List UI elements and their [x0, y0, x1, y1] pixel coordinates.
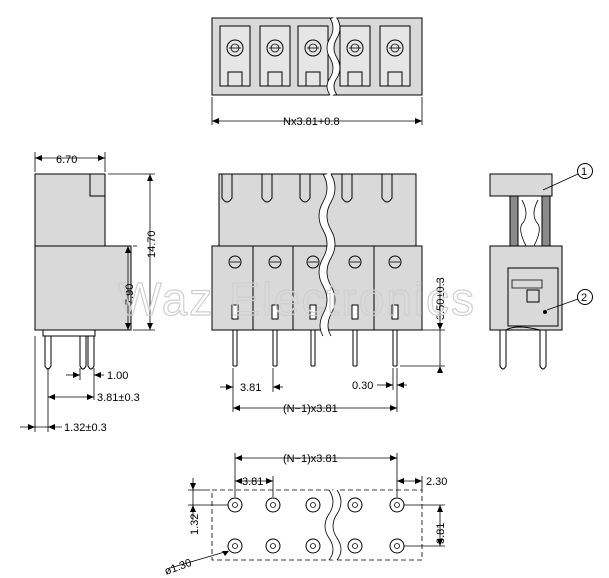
- side-body-height-label: 7.90: [124, 284, 136, 305]
- watermark-text: Waz Electronics: [118, 273, 476, 325]
- section-view: 1 2: [489, 163, 593, 370]
- front-view: 3.81 (N−1)x3.81 0.30 3.50±0.3: [211, 172, 447, 415]
- footprint-view: (N−1)x3.81 3.81 2.30 1.32 3.81 ø1.30: [163, 453, 447, 578]
- side-pin-pitch-label: 3.81±0.3: [97, 392, 140, 404]
- side-height-label: 14.70: [146, 230, 158, 258]
- footprint-span-label: (N−1)x3.81: [283, 453, 338, 465]
- top-view: Nx3.81+0.8: [211, 16, 423, 128]
- side-depth-label: 6.70: [56, 154, 77, 166]
- front-pitch-label: 3.81: [240, 382, 261, 394]
- front-pin-label: 0.30: [352, 380, 373, 392]
- front-span-label: (N−1)x3.81: [283, 403, 338, 415]
- footprint-pitch-label: 3.81: [242, 476, 263, 488]
- footprint-edge-label: 2.30: [426, 476, 447, 488]
- callout-1-label: 1: [581, 166, 587, 178]
- footprint-hole-label: ø1.30: [163, 557, 194, 578]
- screw-icon: [226, 39, 404, 57]
- side-view: 6.70 14.70 7.90 1.00 3.81±0.3 1.32±0.3: [20, 152, 158, 434]
- pcb-hole-icon: [227, 497, 405, 554]
- footprint-row-offset-label: 1.32: [189, 514, 201, 535]
- side-offset-label: 1.32±0.3: [64, 422, 107, 434]
- top-width-label: Nx3.81+0.8: [283, 116, 340, 128]
- screw-icon: [228, 255, 402, 269]
- side-pin-width-label: 1.00: [107, 370, 128, 382]
- callout-2-label: 2: [581, 292, 587, 304]
- front-pin-length-label: 3.50±0.3: [435, 277, 447, 320]
- footprint-row-pitch-label: 3.81: [435, 523, 447, 544]
